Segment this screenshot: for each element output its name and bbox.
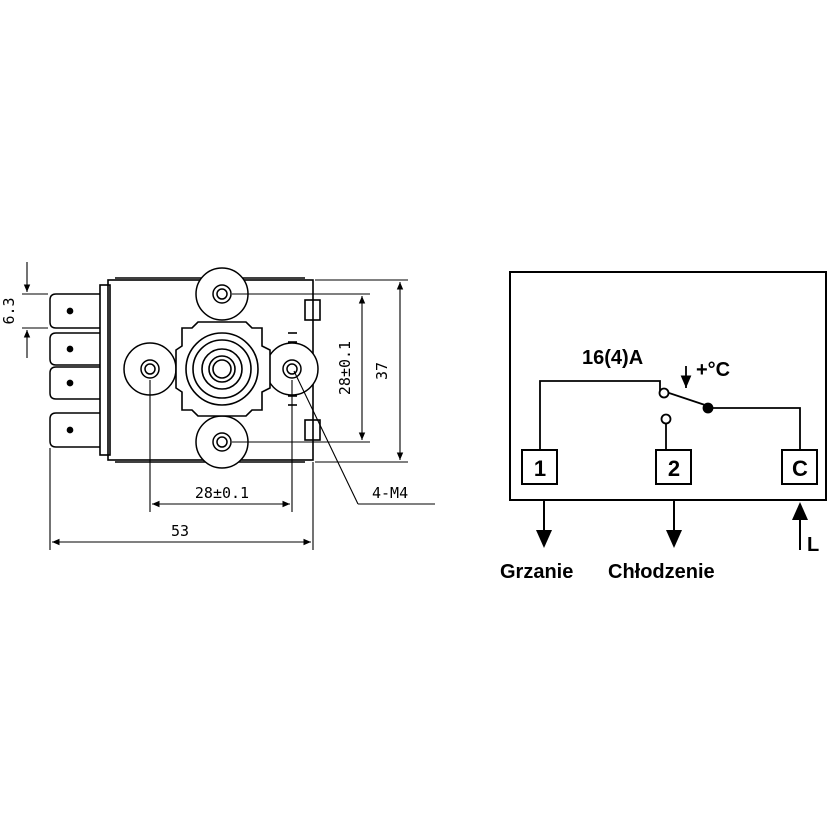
rating-label: 16(4)A: [582, 347, 643, 369]
dim-mounting: 4-M4: [372, 484, 408, 502]
dimension-lines: [22, 262, 435, 550]
dim-horizontal-hole-spacing: 28±0.1: [195, 484, 249, 502]
terminal-block-c: C: [781, 449, 818, 485]
dim-tab-width: 6.3: [0, 297, 18, 324]
terminal-label-1: 1: [534, 456, 546, 481]
heating-label: Grzanie: [500, 561, 573, 583]
mounting-holes: [123, 267, 319, 469]
temperature-label: +°C: [696, 359, 730, 381]
terminal-tab-2: [49, 332, 100, 366]
spade-terminals: [49, 293, 100, 448]
terminal-tab-1: [49, 293, 100, 329]
line-label: L: [807, 534, 819, 556]
dim-vertical-hole-spacing: 28±0.1: [336, 341, 354, 395]
dim-height: 37: [373, 362, 391, 380]
terminal-tab-3: [49, 366, 100, 400]
terminal-tab-4: [49, 412, 100, 448]
terminal-block-1: 1: [521, 449, 558, 485]
dim-width: 53: [171, 522, 189, 540]
terminal-block-2: 2: [655, 449, 692, 485]
cooling-label: Chłodzenie: [608, 561, 715, 583]
terminal-label-c: C: [792, 456, 808, 481]
switch-wiring: [539, 366, 801, 450]
output-arrows: [536, 500, 808, 550]
terminal-label-2: 2: [668, 456, 680, 481]
schematic-frame: [509, 271, 827, 501]
mounting-hole-top: [195, 267, 249, 321]
shaft-hub: [175, 321, 297, 417]
